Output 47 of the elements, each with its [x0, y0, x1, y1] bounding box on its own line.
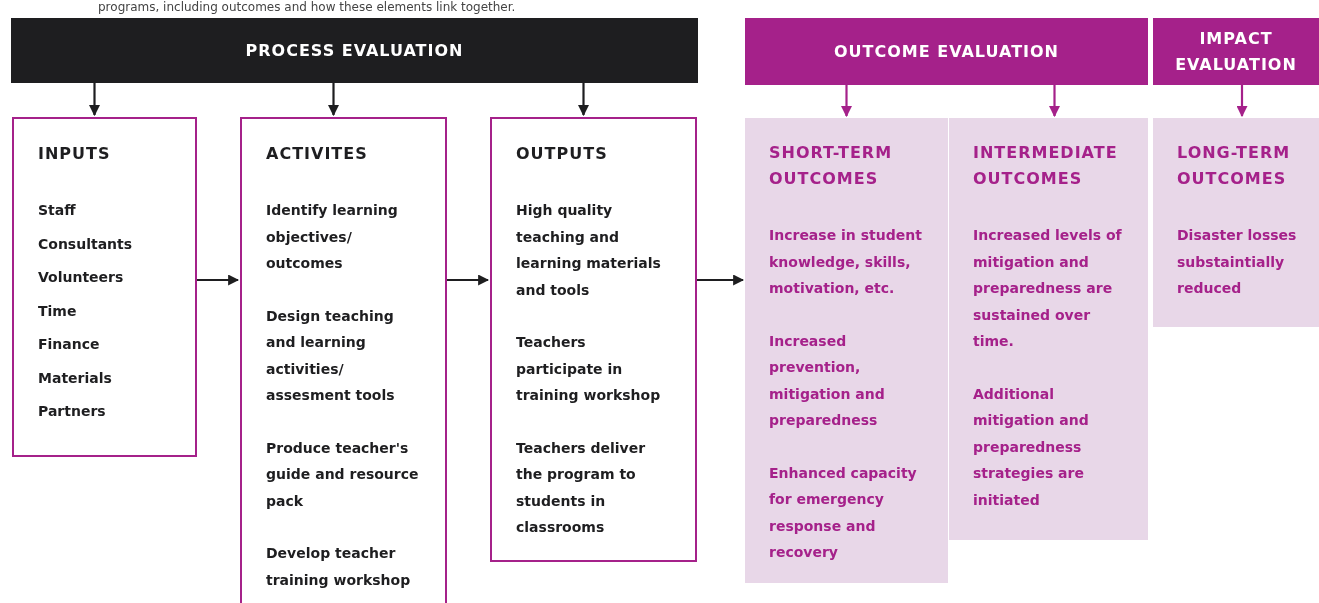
stage-item: Teachers participate in training workshop	[516, 333, 662, 405]
banner-title: IMPACT EVALUATION	[1174, 27, 1298, 76]
stage-box	[490, 117, 697, 562]
stage-item: Develop teacher training workshop	[266, 544, 412, 590]
stage-item: Finance	[38, 335, 101, 354]
banner-title: PROCESS EVALUATION	[245, 39, 464, 62]
stage-box	[240, 117, 447, 603]
stage-heading: ACTIVITES	[266, 143, 369, 165]
stage-heading: INPUTS	[38, 143, 112, 165]
stage-item: Additional mitigation and preparedness strategies are initiated	[973, 384, 1090, 510]
stage-box	[12, 117, 197, 457]
stage-heading: OUTPUTS	[516, 143, 609, 165]
stage-item: Increased levels of mitigation and preparedness are sustained over time.	[973, 226, 1123, 351]
stage-item: Teachers deliver the program to students in classrooms	[516, 438, 647, 537]
stage-item: Increase in student knowledge, skills, motivation, etc.	[769, 226, 923, 298]
arrow	[578, 83, 589, 117]
stage-heading: LONG-TERM OUTCOMES	[1177, 142, 1292, 190]
stage-item: Increased prevention, mitigation and preparedness	[769, 331, 886, 430]
stage-heading: SHORT-TERM OUTCOMES	[769, 142, 894, 190]
arrow	[697, 274, 745, 286]
arrow	[1236, 85, 1248, 118]
arrow	[197, 274, 240, 286]
stage-item: Disaster losses substaintially reduced	[1177, 226, 1298, 298]
evaluation-banner	[745, 18, 1148, 85]
stage-item: High quality teaching and learning materials and tools	[516, 201, 662, 300]
stage-item: Volunteers	[38, 268, 125, 287]
banner-title: OUTCOME EVALUATION	[834, 40, 1059, 63]
stage-heading: INTERMEDIATE OUTCOMES	[973, 142, 1119, 190]
evaluation-banner	[11, 18, 698, 83]
stage-item: Consultants	[38, 234, 134, 254]
stage-item: Identify learning objectives/ outcomes	[266, 201, 399, 273]
stage-item: Design teaching and learning activities/ assesment tools	[266, 306, 396, 405]
outcome-panel	[1153, 118, 1319, 327]
stage-item: Staff	[38, 201, 77, 220]
stage-item: Enhanced capacity for emergency response and recovery	[769, 463, 918, 562]
evaluation-banner	[1153, 18, 1319, 85]
arrow	[841, 85, 852, 118]
stage-item: Partners	[38, 402, 107, 421]
outcome-panel	[745, 118, 948, 583]
outcome-panel	[949, 118, 1148, 540]
stage-item: Produce teacher's guide and resource pack	[266, 438, 420, 511]
arrow	[1049, 85, 1060, 118]
stage-item: Time	[38, 301, 78, 321]
arrow	[89, 83, 100, 117]
stage-item: Materials	[38, 368, 113, 388]
arrow	[328, 83, 339, 117]
arrow	[447, 274, 490, 286]
